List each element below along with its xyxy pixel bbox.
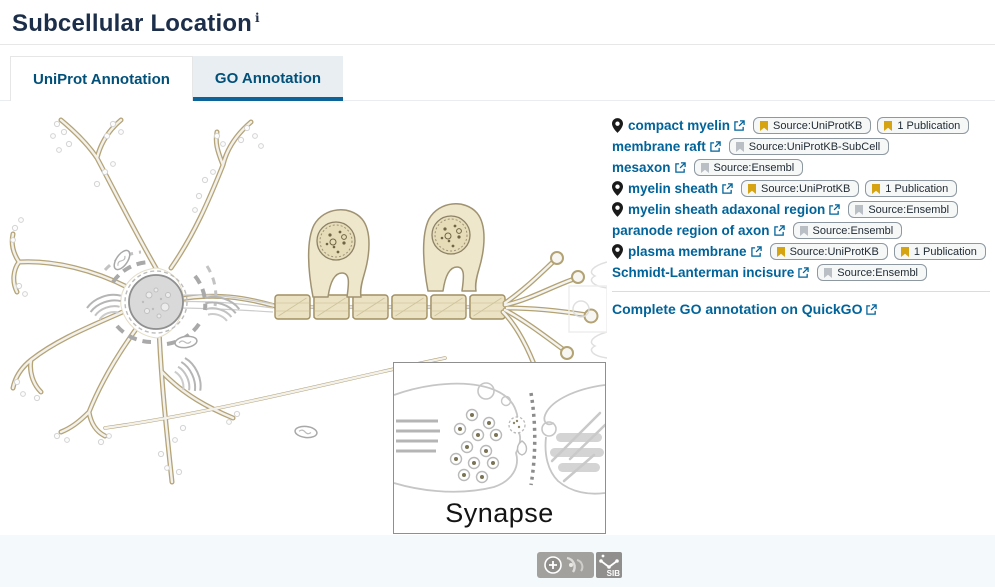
go-term-label: mesaxon: [612, 160, 671, 175]
go-annotation-list: compact myelin Source:UniProtKB 1 Public…: [612, 117, 990, 281]
evidence-badge[interactable]: Source:UniProtKB-SubCell: [728, 138, 890, 155]
sib-logo-text: SIB: [607, 569, 621, 578]
external-link-icon: [798, 267, 810, 278]
go-annotation-row: paranode region of axon Source:Ensembl: [612, 222, 990, 239]
go-list-divider: [612, 291, 990, 292]
synapse-illustration: [393, 382, 607, 495]
neuron-illustration-panel: Synapse: [9, 110, 607, 535]
bookmark-icon: [760, 120, 769, 131]
tab-bar: UniProt Annotation GO Annotation: [0, 56, 995, 101]
go-term-link[interactable]: compact myelin: [628, 118, 745, 133]
evidence-badge-label: 1 Publication: [913, 245, 977, 258]
evidence-badge-label: Source:Ensembl: [812, 224, 894, 237]
bookmark-icon: [776, 246, 785, 257]
evidence-badge-label: Source:UniProtKB-SubCell: [748, 140, 881, 153]
external-link-icon: [773, 225, 785, 236]
go-term-link[interactable]: membrane raft: [612, 139, 721, 154]
external-link-icon: [674, 162, 686, 173]
evidence-badge-label: 1 Publication: [897, 119, 961, 132]
quickgo-link[interactable]: Complete GO annotation on QuickGO: [612, 301, 878, 317]
evidence-badge-label: Source:Ensembl: [868, 203, 950, 216]
bookmark-icon: [900, 246, 909, 257]
go-term-label: compact myelin: [628, 118, 731, 133]
evidence-badge-label: Source:UniProtKB: [773, 119, 863, 132]
evidence-badge-label: Source:UniProtKB: [789, 245, 879, 258]
location-pin-icon: [612, 244, 623, 259]
bookmark-icon: [748, 183, 757, 194]
go-term-link[interactable]: mesaxon: [612, 160, 686, 175]
evidence-badge[interactable]: Source:UniProtKB: [769, 243, 888, 260]
evidence-badge-label: 1 Publication: [885, 182, 949, 195]
go-term-label: Schmidt-Lanterman incisure: [612, 265, 795, 280]
evidence-badge-label: Source:Ensembl: [713, 161, 795, 174]
bookmark-icon: [884, 120, 893, 131]
evidence-badge[interactable]: Source:Ensembl: [817, 264, 928, 281]
external-link-icon: [734, 120, 745, 131]
location-pin-icon: [612, 202, 623, 217]
go-term-link[interactable]: plasma membrane: [628, 244, 762, 259]
evidence-badge[interactable]: 1 Publication: [865, 180, 958, 197]
bookmark-icon: [855, 204, 864, 215]
bookmark-icon: [799, 225, 808, 236]
quickgo-link-label: Complete GO annotation on QuickGO: [612, 301, 863, 317]
evidence-badge[interactable]: Source:Ensembl: [792, 222, 903, 239]
bookmark-icon: [700, 162, 709, 173]
go-annotation-row: Schmidt-Lanterman incisure Source:Ensemb…: [612, 264, 990, 281]
external-link-icon: [722, 183, 733, 194]
go-annotation-row: plasma membrane Source:UniProtKB 1 Publi…: [612, 243, 990, 260]
evidence-badge[interactable]: 1 Publication: [893, 243, 986, 260]
bookmark-icon: [872, 183, 881, 194]
external-link-icon: [750, 246, 762, 257]
go-term-link[interactable]: myelin sheath: [628, 181, 733, 196]
evidence-badge[interactable]: Source:UniProtKB: [741, 180, 860, 197]
go-annotation-panel: compact myelin Source:UniProtKB 1 Public…: [612, 117, 990, 319]
evidence-badge-label: Source:Ensembl: [837, 266, 919, 279]
bookmark-icon: [735, 141, 744, 152]
external-link-icon: [866, 303, 878, 315]
go-annotation-row: myelin sheath adaxonal region Source:Ens…: [612, 201, 990, 218]
evidence-badge[interactable]: 1 Publication: [877, 117, 970, 134]
go-term-label: plasma membrane: [628, 244, 747, 259]
evidence-badge[interactable]: Source:Ensembl: [848, 201, 959, 218]
go-annotation-row: compact myelin Source:UniProtKB 1 Public…: [612, 117, 990, 134]
footer-strip: SIB: [0, 535, 995, 587]
go-term-link[interactable]: paranode region of axon: [612, 223, 785, 238]
tab-go-annotation[interactable]: GO Annotation: [192, 56, 344, 101]
external-link-icon: [710, 141, 721, 152]
evidence-badge-label: Source:UniProtKB: [761, 182, 851, 195]
location-pin-icon: [612, 118, 623, 133]
go-term-label: myelin sheath adaxonal region: [628, 202, 826, 217]
evidence-badge[interactable]: Source:Ensembl: [693, 159, 804, 176]
go-annotation-row: myelin sheath Source:UniProtKB 1 Publica…: [612, 180, 990, 197]
bookmark-icon: [824, 267, 833, 278]
go-term-link[interactable]: myelin sheath adaxonal region: [628, 202, 841, 217]
location-pin-icon: [612, 181, 623, 196]
info-icon[interactable]: i: [255, 11, 260, 25]
go-term-label: myelin sheath: [628, 181, 719, 196]
go-annotation-row: membrane raft Source:UniProtKB-SubCell: [612, 138, 990, 155]
sib-logo[interactable]: SIB: [596, 552, 622, 578]
go-term-link[interactable]: Schmidt-Lanterman incisure: [612, 265, 810, 280]
evidence-badge[interactable]: Source:UniProtKB: [753, 117, 872, 134]
synapse-inset: Synapse: [393, 362, 607, 534]
go-term-label: paranode region of axon: [612, 223, 770, 238]
page-title-text: Subcellular Location: [12, 10, 253, 37]
title-divider: [0, 44, 995, 45]
swissbiopics-logo[interactable]: [537, 552, 594, 578]
external-link-icon: [829, 204, 841, 215]
go-annotation-row: mesaxon Source:Ensembl: [612, 159, 990, 176]
tab-uniprot-annotation[interactable]: UniProt Annotation: [10, 56, 193, 101]
synapse-label: Synapse: [445, 498, 554, 528]
go-term-label: membrane raft: [612, 139, 706, 154]
